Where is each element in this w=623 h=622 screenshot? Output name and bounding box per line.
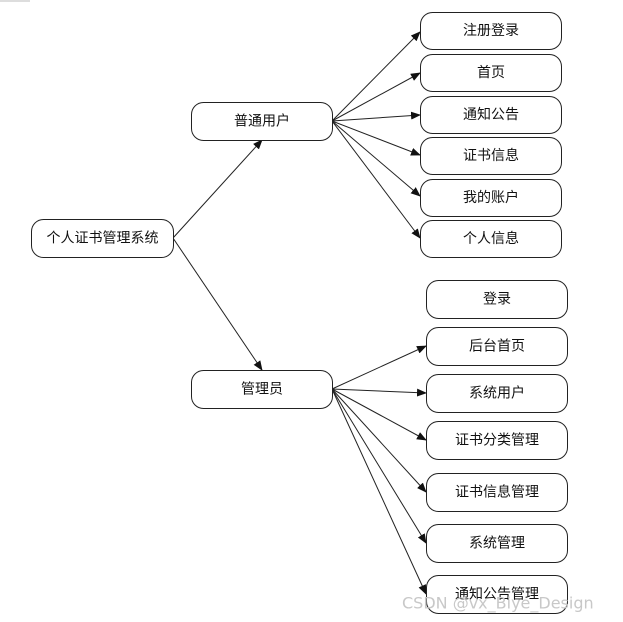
arrow-user-u5 bbox=[331, 120, 421, 197]
edges bbox=[172, 31, 427, 595]
node-a3: 证书分类管理 bbox=[426, 421, 568, 460]
node-box-u3 bbox=[420, 96, 562, 134]
node-label-a6: 通知公告管理 bbox=[455, 586, 539, 603]
node-label-u1: 注册登录 bbox=[463, 23, 519, 39]
node-label-root: 个人证书管理系统 bbox=[47, 231, 159, 247]
node-box-admin bbox=[191, 370, 333, 409]
node-label-u2: 首页 bbox=[477, 65, 505, 81]
node-user: 普通用户 bbox=[191, 102, 333, 141]
node-label-user: 普通用户 bbox=[234, 113, 290, 130]
node-u6: 个人信息 bbox=[420, 220, 562, 258]
node-root: 个人证书管理系统 bbox=[31, 219, 174, 258]
arrow-admin-a1 bbox=[331, 345, 427, 390]
node-box-a2 bbox=[426, 374, 568, 413]
node-u3: 通知公告 bbox=[420, 96, 562, 134]
node-admin: 管理员 bbox=[191, 370, 333, 409]
node-label-a1: 后台首页 bbox=[469, 339, 525, 355]
node-box-a6 bbox=[426, 575, 568, 614]
node-label-u3: 通知公告 bbox=[463, 106, 519, 123]
node-box-user bbox=[191, 102, 333, 141]
node-label-a0: 登录 bbox=[483, 292, 511, 308]
arrow-admin-a5 bbox=[331, 388, 427, 544]
node-box-u5 bbox=[420, 179, 562, 217]
watermark: CSDN @vx_Biye_Design bbox=[402, 594, 594, 614]
arrow-admin-a2 bbox=[331, 388, 427, 397]
node-label-admin: 管理员 bbox=[241, 382, 283, 398]
arrow-root-admin bbox=[172, 237, 263, 371]
arrow-user-u4 bbox=[331, 120, 421, 156]
node-box-a1 bbox=[426, 327, 568, 366]
node-a2: 系统用户 bbox=[426, 374, 568, 413]
node-label-u6: 个人信息 bbox=[463, 230, 519, 247]
node-box-root bbox=[31, 219, 174, 258]
node-box-a3 bbox=[426, 421, 568, 460]
node-u2: 首页 bbox=[420, 54, 562, 92]
node-a1: 后台首页 bbox=[426, 327, 568, 366]
node-u5: 我的账户 bbox=[420, 179, 562, 217]
node-box-u6 bbox=[420, 220, 562, 258]
arrow-admin-a6 bbox=[331, 388, 427, 595]
node-label-u4: 证书信息 bbox=[463, 147, 519, 164]
node-label-a3: 证书分类管理 bbox=[455, 433, 539, 449]
node-box-u2 bbox=[420, 54, 562, 92]
node-a4: 证书信息管理 bbox=[426, 473, 568, 512]
arrow-admin-a3 bbox=[331, 388, 427, 441]
node-a0: 登录 bbox=[426, 280, 568, 319]
arrow-user-u3 bbox=[331, 111, 421, 122]
node-box-a4 bbox=[426, 473, 568, 512]
node-a6: 通知公告管理 bbox=[426, 575, 568, 614]
node-label-a4: 证书信息管理 bbox=[455, 484, 539, 501]
node-box-a5 bbox=[426, 524, 568, 563]
node-u4: 证书信息 bbox=[420, 137, 562, 175]
arrow-admin-a4 bbox=[331, 388, 427, 493]
node-label-a2: 系统用户 bbox=[469, 385, 525, 402]
node-u1: 注册登录 bbox=[420, 12, 562, 50]
arrow-user-u6 bbox=[331, 120, 421, 239]
node-label-a5: 系统管理 bbox=[469, 536, 525, 552]
node-box-a0 bbox=[426, 280, 568, 319]
arrow-user-u2 bbox=[331, 72, 421, 122]
node-box-u1 bbox=[420, 12, 562, 50]
arrow-root-user bbox=[172, 139, 263, 239]
arrow-user-u1 bbox=[331, 31, 421, 122]
node-box-u4 bbox=[420, 137, 562, 175]
node-a5: 系统管理 bbox=[426, 524, 568, 563]
node-label-u5: 我的账户 bbox=[463, 189, 519, 206]
